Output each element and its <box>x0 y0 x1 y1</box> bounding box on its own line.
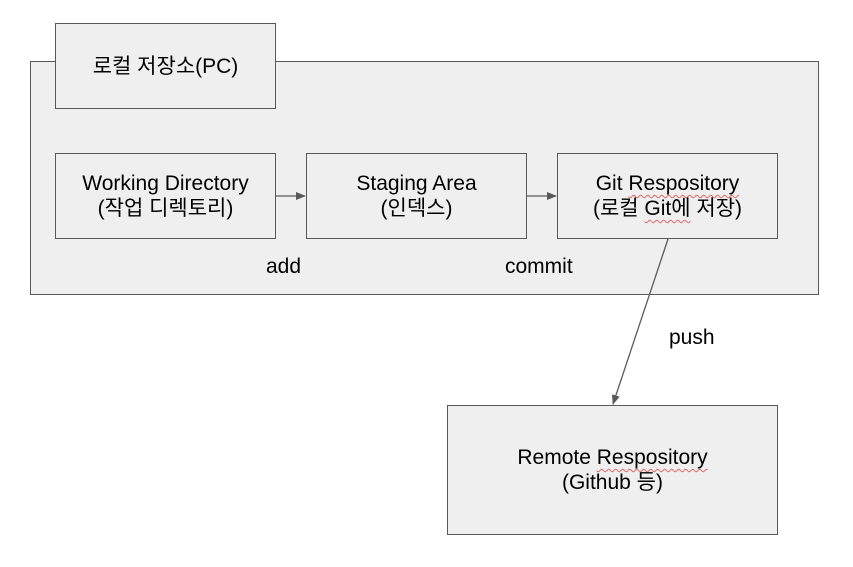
add-edge-label: add <box>266 255 302 278</box>
working-directory-sublabel: (작업 디렉토리) <box>97 197 234 220</box>
commit-edge-label: commit <box>505 255 573 278</box>
git-repository-label-prefix: Git <box>595 172 629 195</box>
staging-area-sublabel: (인덱스) <box>380 197 453 220</box>
working-directory-node: Working Directory (작업 디렉토리) <box>55 153 276 239</box>
remote-repository-label-prefix: Remote <box>517 446 597 469</box>
remote-repository-label-word: Respository <box>596 446 708 469</box>
remote-repository-label: Remote Respository <box>517 445 707 470</box>
git-repository-label-word: Respository <box>628 172 740 195</box>
git-repository-sublabel: (로컬 Git에 저장) <box>593 196 742 221</box>
staging-area-node: Staging Area (인덱스) <box>306 153 527 239</box>
push-edge-label: push <box>669 326 715 349</box>
git-repository-sublabel-prefix: (로컬 <box>592 197 645 220</box>
local-repository-title: 로컬 저장소(PC) <box>92 54 239 78</box>
remote-repository-sublabel: (Github 등) <box>561 471 663 494</box>
remote-repository-node: Remote Respository (Github 등) <box>447 405 778 535</box>
git-repository-sublabel-word: Git에 <box>644 197 691 220</box>
working-directory-label: Working Directory <box>82 172 249 195</box>
git-repository-node: Git Respository (로컬 Git에 저장) <box>557 153 778 239</box>
git-repository-sublabel-suffix: 저장) <box>690 197 743 220</box>
local-repository-title-box: 로컬 저장소(PC) <box>55 23 276 109</box>
git-repository-label: Git Respository <box>596 171 740 196</box>
staging-area-label: Staging Area <box>356 172 477 195</box>
